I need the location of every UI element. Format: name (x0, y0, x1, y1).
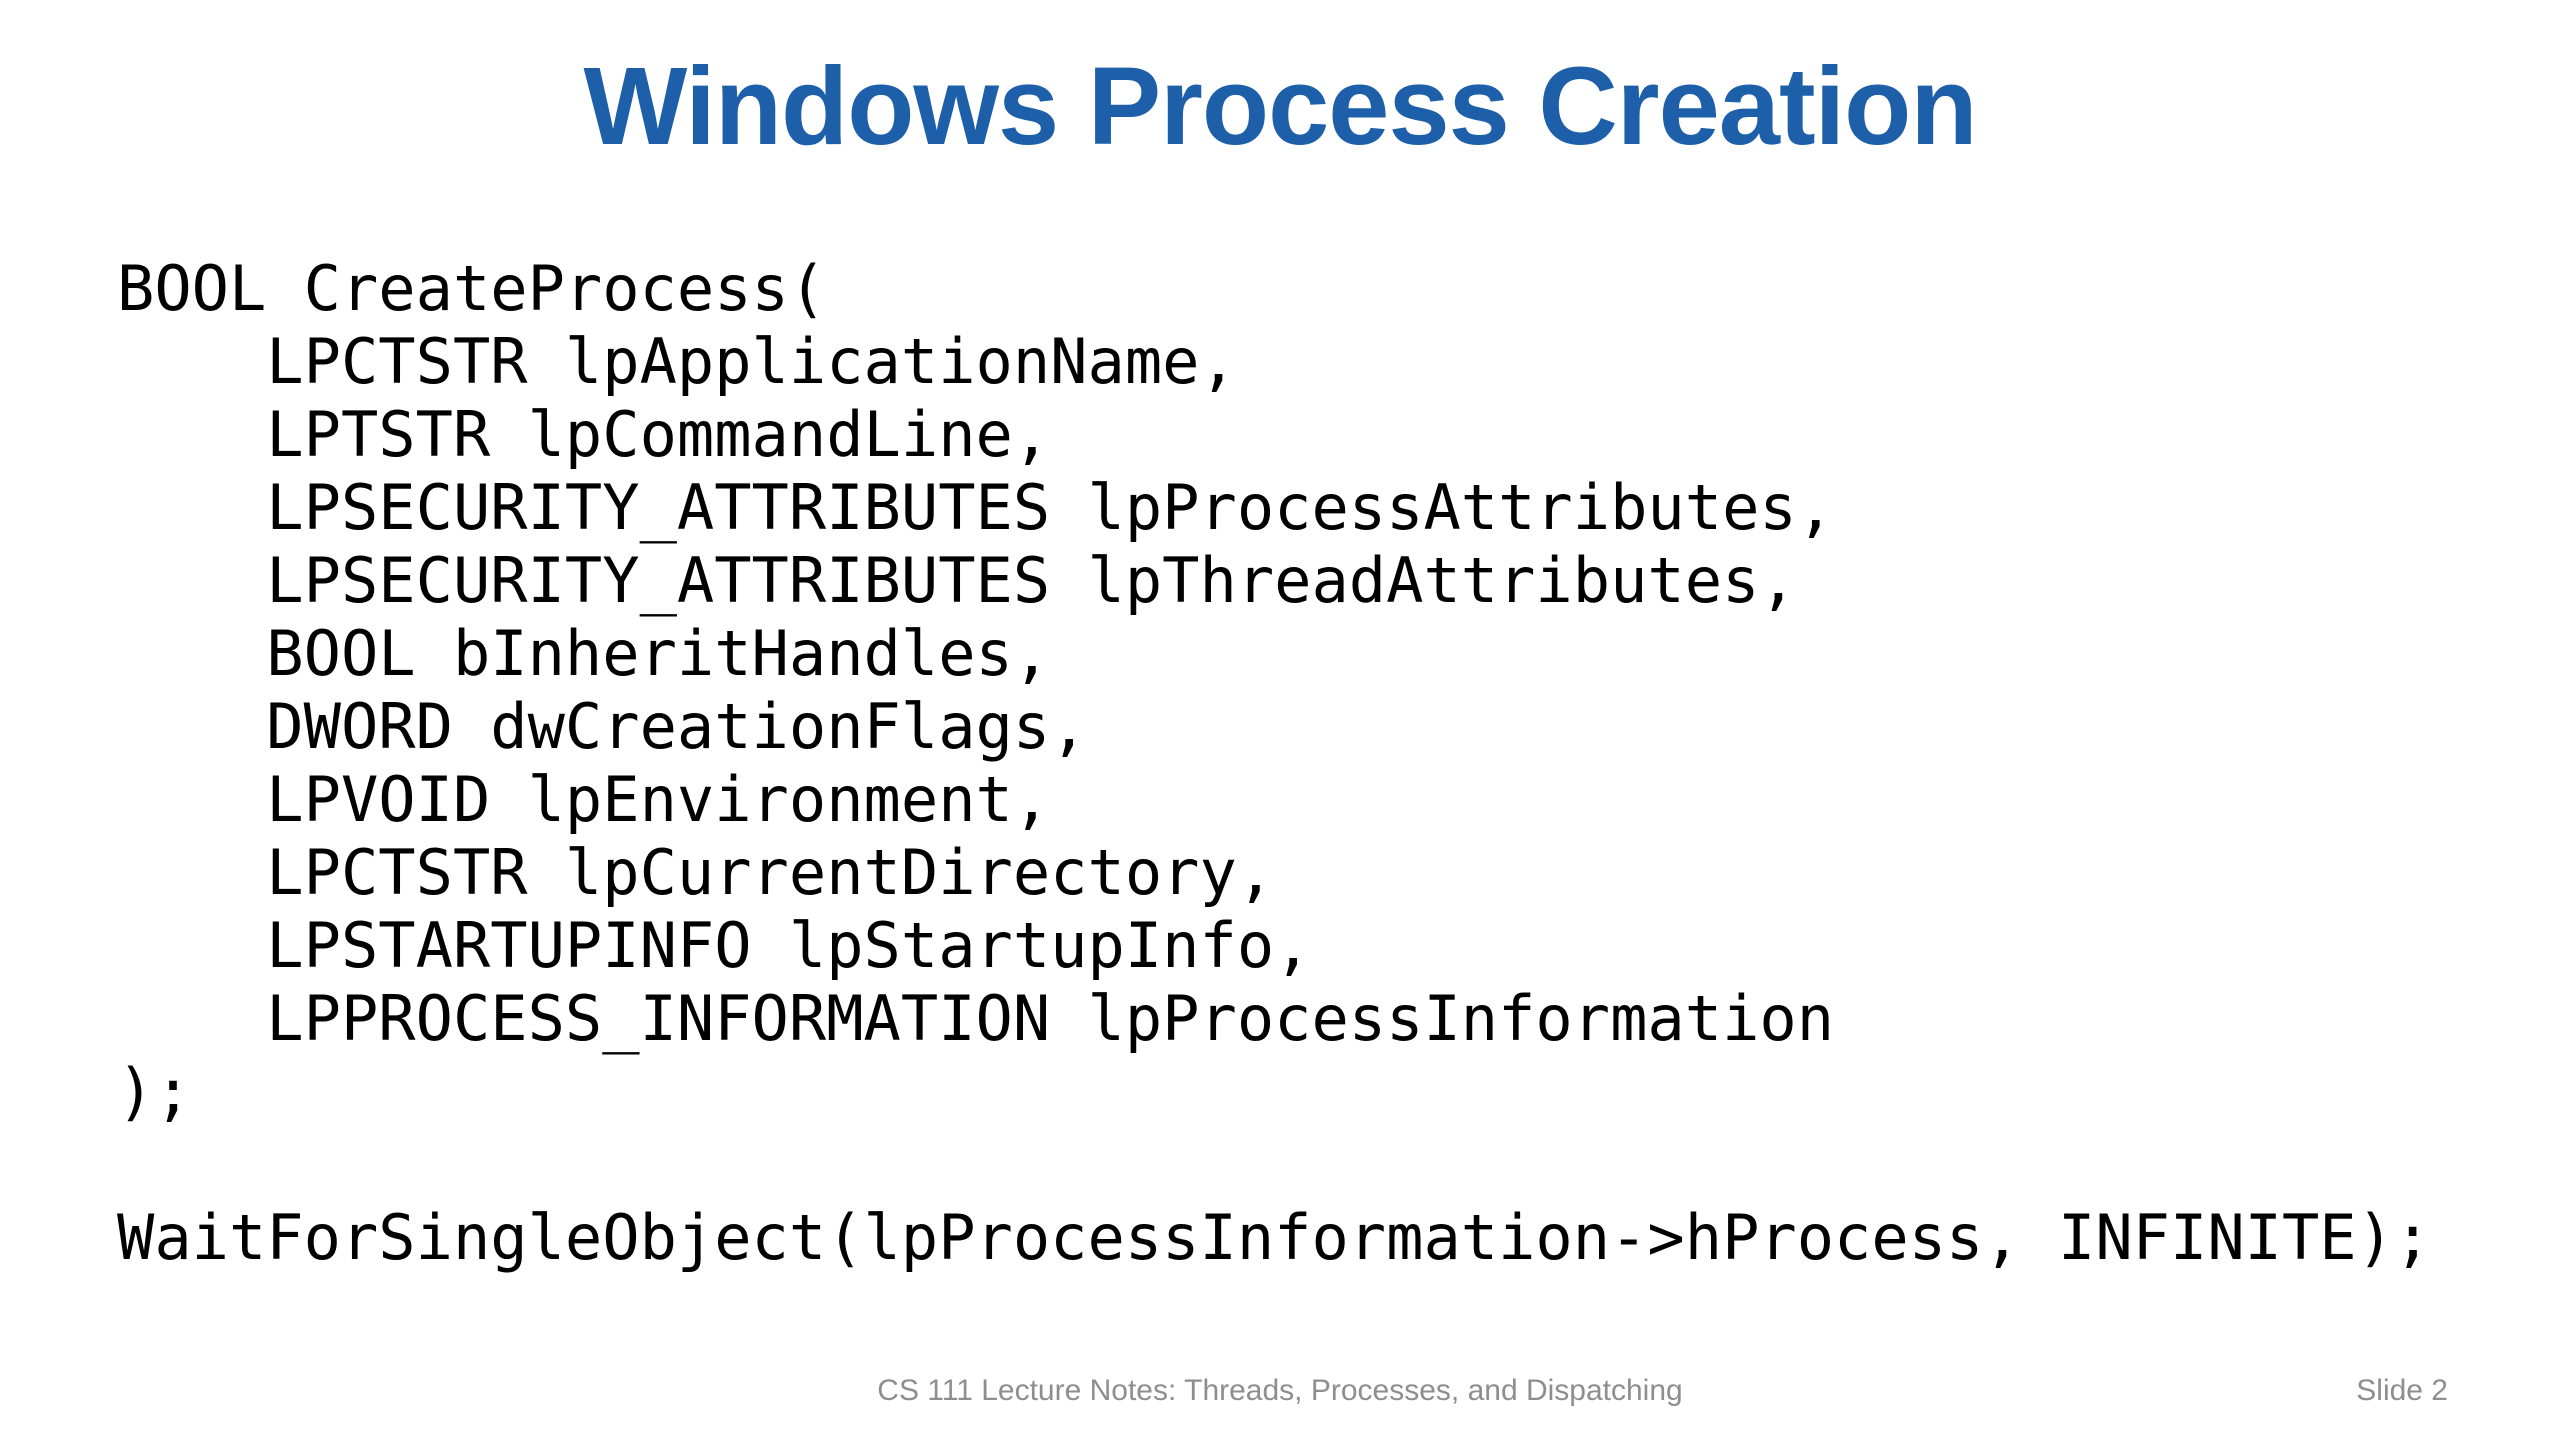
footer-course-label: CS 111 Lecture Notes: Threads, Processes… (877, 1374, 1683, 1407)
slide-title: Windows Process Creation (583, 45, 1977, 168)
code-listing: BOOL CreateProcess( LPCTSTR lpApplicatio… (117, 252, 2432, 1274)
footer-slide-number: Slide 2 (2356, 1374, 2448, 1407)
